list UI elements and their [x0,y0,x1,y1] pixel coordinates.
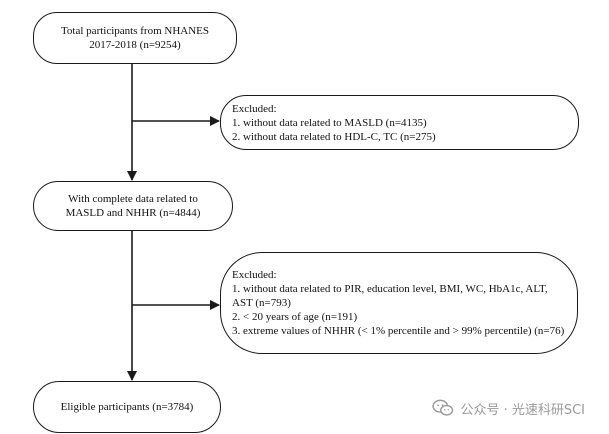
box-text-line: Excluded: [232,269,277,281]
box-text-line: Excluded: [232,102,277,115]
box-text-line: 1. without data related to PIR, educatio… [232,283,548,295]
watermark: 公众号 · 光速科研SCI [432,398,585,418]
complete-data-box: With complete data related to MASLD and … [33,181,233,231]
eligible-participants-box: Eligible participants (n=3784) [33,381,221,433]
excluded-box-1: Excluded: 1. without data related to MAS… [220,95,579,150]
box-text-line: 2017-2018 (n=9254) [89,39,181,51]
box-text-line: AST (n=793) [232,297,291,309]
box-text-line: With complete data related to [68,193,198,205]
watermark-text: 公众号 · 光速科研SCI [460,402,585,418]
wechat-icon [432,399,454,416]
box-text-line: 1. without data related to MASLD (n=4135… [232,116,427,129]
box-text-line: Eligible participants (n=3784) [60,401,194,413]
box-text-line: 2. < 20 years of age (n=191) [232,311,358,323]
box-text-line: MASLD and NHHR (n=4844) [65,207,201,219]
box-text-line: 3. extreme values of NHHR (< 1% percenti… [232,325,565,337]
box-text-line: Total participants from NHANES [60,25,209,37]
box-text-line: 2. without data related to HDL-C, TC (n=… [232,130,436,143]
total-participants-box: Total participants from NHANES 2017-2018… [33,12,237,64]
excluded-box-2: Excluded: 1. without data related to PIR… [220,252,578,354]
